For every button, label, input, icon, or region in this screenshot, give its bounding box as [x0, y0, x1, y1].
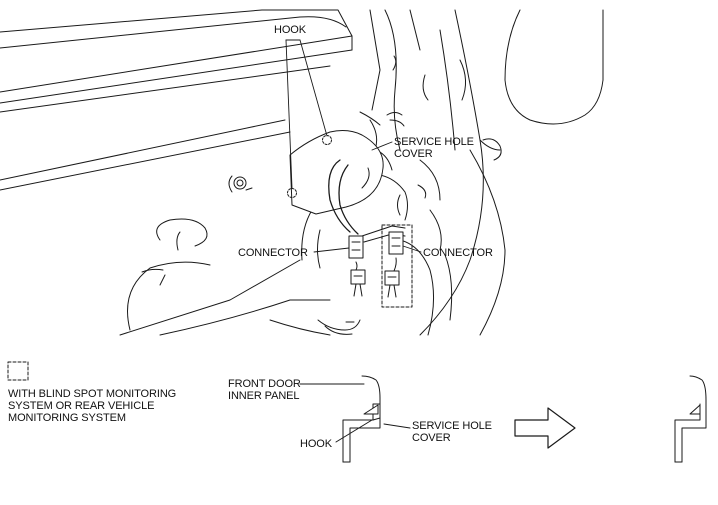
- hook-label-top: HOOK: [274, 24, 306, 36]
- hook-label-bottom: HOOK: [300, 438, 332, 450]
- right-arrow-icon: [514, 407, 576, 449]
- connector-left-shape: [348, 235, 366, 297]
- connector-label-right: CONNECTOR: [423, 247, 493, 259]
- legend-text: WITH BLIND SPOT MONITORING SYSTEM OR REA…: [8, 388, 177, 424]
- dashed-box-icon: [7, 361, 29, 381]
- front-door-inner-panel-label: FRONT DOOR INNER PANEL: [228, 378, 301, 402]
- section-detail-after: [674, 375, 707, 463]
- door-body: [0, 9, 604, 336]
- connector-right-shape: [384, 231, 404, 298]
- service-hole-cover-label-top: SERVICE HOLE COVER: [394, 136, 474, 160]
- service-hole-cover-label-bottom: SERVICE HOLE COVER: [412, 420, 492, 444]
- connector-label-left: CONNECTOR: [238, 247, 308, 259]
- leader-lines: [285, 39, 422, 253]
- bsm-dashed-box: [381, 224, 413, 308]
- wire-harness: [328, 159, 406, 243]
- section-detail-before: [299, 375, 411, 463]
